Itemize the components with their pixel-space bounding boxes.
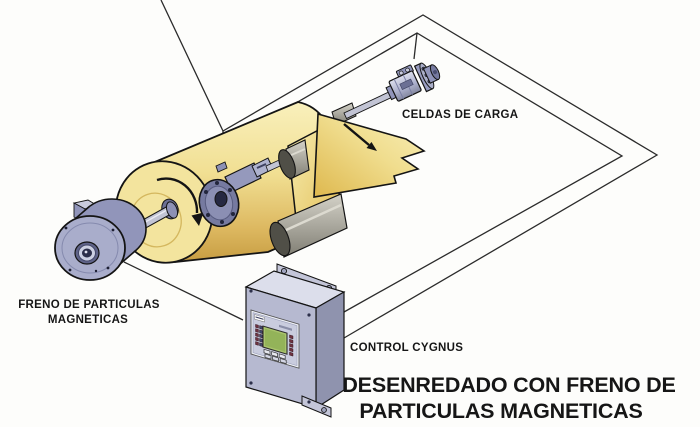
shaft-collar [165, 201, 179, 219]
roller-end-cap [269, 221, 291, 257]
frame-inner-edge [224, 32, 624, 313]
coupling-nub [215, 161, 228, 173]
web-direction-arrow-icon [343, 123, 377, 151]
brake-hub-bearing [74, 241, 100, 265]
function-keys-right [289, 334, 294, 357]
brake-screws [64, 226, 115, 273]
enclosure-side-face [315, 290, 345, 410]
label-load-cells: CELDAS DE CARGA [402, 109, 518, 121]
magnetic-particle-brake [54, 198, 147, 281]
roller-end-cap [278, 149, 296, 179]
coupling-bolt-holes [204, 181, 235, 224]
diagram-labels: CELDAS DE CARGA FRENO DE PARTICULAS MAGN… [18, 109, 676, 423]
cygnus-controller [244, 263, 346, 418]
load-cell [385, 62, 441, 102]
bottom-roller [269, 193, 348, 258]
web-exit-band [313, 112, 426, 198]
label-controller: CONTROL CYGNUS [350, 342, 463, 354]
coupling-bore [214, 191, 228, 207]
frame-drop-line-top [413, 32, 418, 60]
diagram-title-line2: PARTICULAS MAGNETICAS [359, 399, 642, 423]
rotation-arrow-icon [156, 177, 204, 226]
keypad-row-2 [264, 353, 287, 365]
function-keys-left [255, 324, 263, 347]
controller-display [250, 309, 300, 369]
shaft-coupling [198, 155, 291, 228]
load-cell-roller [278, 139, 310, 180]
label-brake-line1: FRENO DE PARTICULAS [18, 299, 160, 311]
control-cable [123, 261, 244, 321]
diagram-title-line1: DESENREDADO CON FRENO DE [342, 373, 675, 397]
enclosure-screws [249, 289, 311, 404]
label-brake-line2: MAGNETICAS [48, 314, 128, 326]
panel-brand-text [279, 324, 292, 331]
frame-outer-edge [160, 0, 659, 339]
keypad-row-1 [263, 348, 286, 360]
web-material [313, 112, 426, 198]
